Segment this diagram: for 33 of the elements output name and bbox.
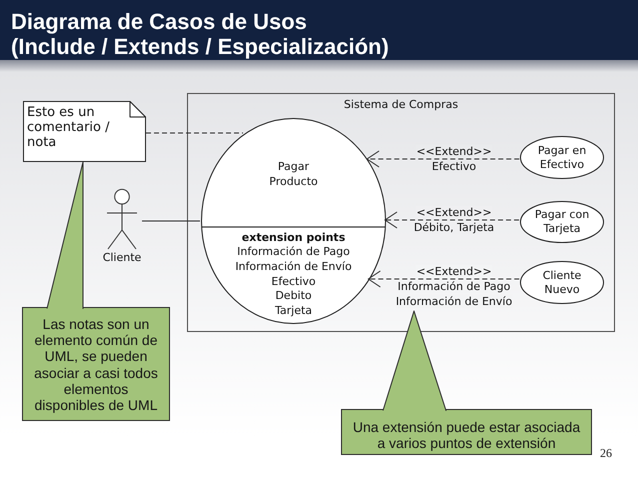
dashed-line	[146, 132, 244, 134]
slide-title: Diagrama de Casos de Usos (Include / Extends / Especialización)	[11, 9, 390, 59]
use-case-ellipse	[201, 118, 386, 324]
use-case-name: Pagar en Efectivo	[536, 144, 588, 172]
note-text: Esto es un comentario / nota	[27, 104, 110, 150]
extension-point: Información de Pago	[237, 245, 350, 260]
use-case-ellipse	[520, 136, 604, 179]
callout-pointer	[382, 310, 446, 411]
extension-points-heading: extension points	[242, 230, 346, 246]
callout-text: Las notas son un elemento común de UML, se pueden asociar a casi todos elementos disponibles de UML	[33, 316, 159, 414]
system-boundary	[187, 93, 615, 332]
callout-text: Una extensión puede estar asociada a varios puntos de extensión	[352, 419, 582, 451]
extension-point: Información de Envío	[235, 260, 352, 275]
callout-box	[341, 409, 592, 455]
dashed-arrow	[368, 270, 520, 288]
note-shape	[23, 101, 146, 162]
use-case-ellipse	[520, 201, 604, 243]
actor-label: Cliente	[102, 251, 142, 265]
dashed-arrow	[366, 150, 520, 168]
use-case-name: Cliente Nuevo	[542, 268, 582, 296]
callout-pointer	[46, 162, 84, 309]
use-case-name: Pagar Producto	[268, 158, 319, 188]
extension-point: Debito	[275, 289, 312, 304]
use-case-ellipse	[520, 261, 604, 304]
edge-label: <<Extend>> Débito, Tarjeta	[412, 205, 496, 235]
extension-point: Tarjeta	[274, 304, 312, 318]
system-name: Sistema de Compras	[344, 98, 458, 112]
page-number: 26	[600, 446, 612, 460]
association-line	[142, 220, 200, 222]
callout-box	[22, 307, 170, 421]
extension-point: Efectivo	[271, 274, 316, 290]
use-case-name: Pagar con Tarjeta	[534, 208, 590, 236]
dashed-arrow	[384, 212, 520, 228]
